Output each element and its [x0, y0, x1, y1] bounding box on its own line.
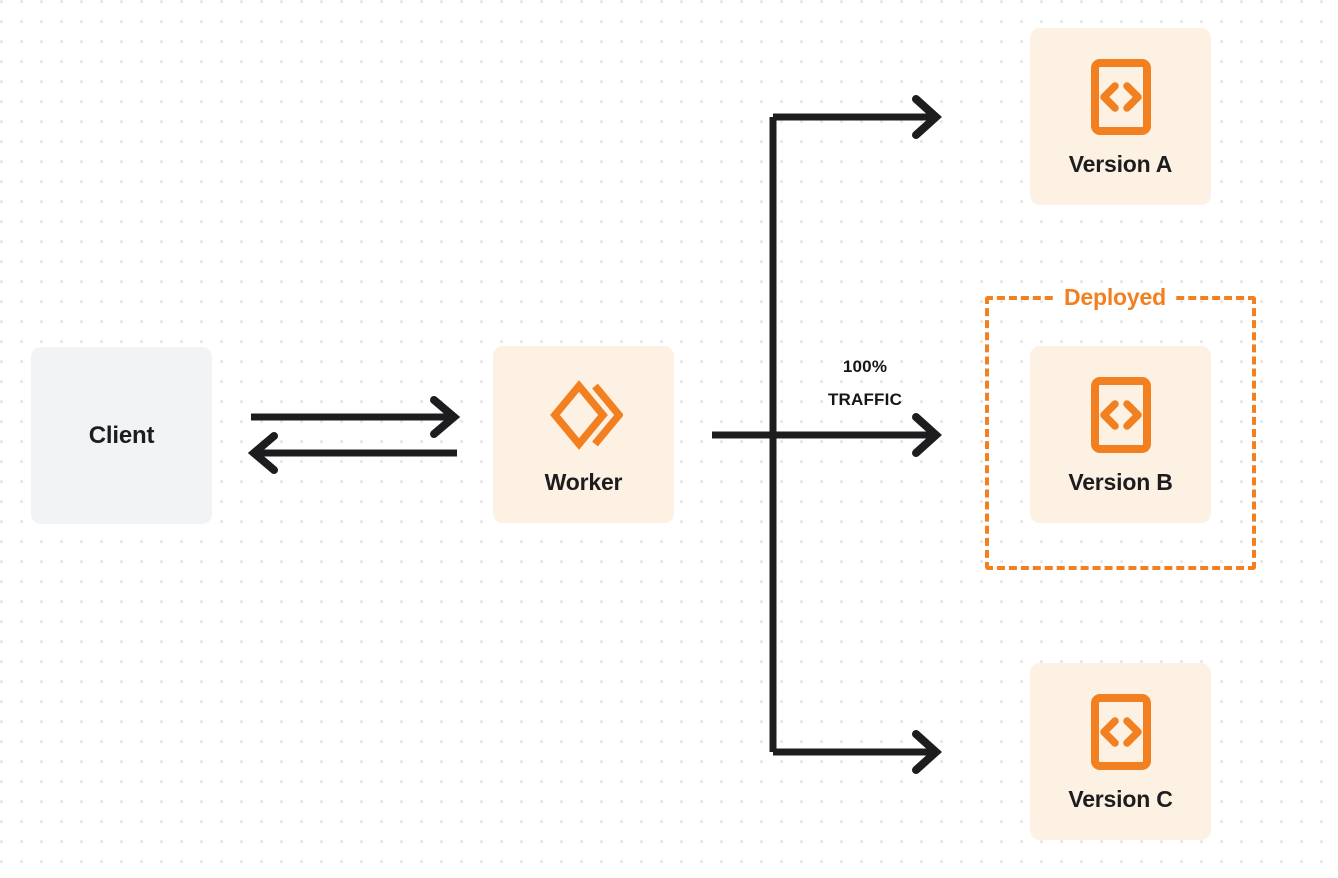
- traffic-word: TRAFFIC: [827, 390, 903, 409]
- node-worker[interactable]: Worker: [493, 346, 674, 523]
- node-version-b[interactable]: Version B: [1030, 346, 1211, 523]
- edge-worker-to-version-b-arrowhead: [912, 413, 942, 457]
- traffic-label: 100% TRAFFIC: [790, 350, 940, 416]
- edge-worker-to-version-a-arrowhead: [912, 95, 942, 139]
- code-brackets-document-icon: [1090, 58, 1152, 136]
- code-brackets-document-icon: [1090, 376, 1152, 454]
- node-version-c[interactable]: Version C: [1030, 663, 1211, 840]
- deployed-group-outline: [985, 296, 1256, 570]
- node-worker-label: Worker: [544, 468, 623, 495]
- node-version-c-label: Version C: [1068, 785, 1173, 812]
- traffic-percent: 100%: [842, 357, 888, 376]
- node-version-b-label: Version B: [1068, 468, 1173, 495]
- node-version-a[interactable]: Version A: [1030, 28, 1211, 205]
- edge-client-to-worker-arrowhead: [430, 396, 461, 438]
- edge-worker-to-client-arrowhead: [247, 432, 278, 474]
- node-client-label: Client: [88, 421, 155, 449]
- code-brackets-document-icon: [1090, 693, 1152, 771]
- node-client[interactable]: Client: [31, 347, 212, 524]
- node-version-a-label: Version A: [1068, 150, 1173, 177]
- edge-worker-to-version-c-arrowhead: [912, 730, 942, 774]
- cloudflare-workers-logo-icon: [545, 376, 624, 454]
- deployed-badge: Deployed: [1055, 284, 1175, 310]
